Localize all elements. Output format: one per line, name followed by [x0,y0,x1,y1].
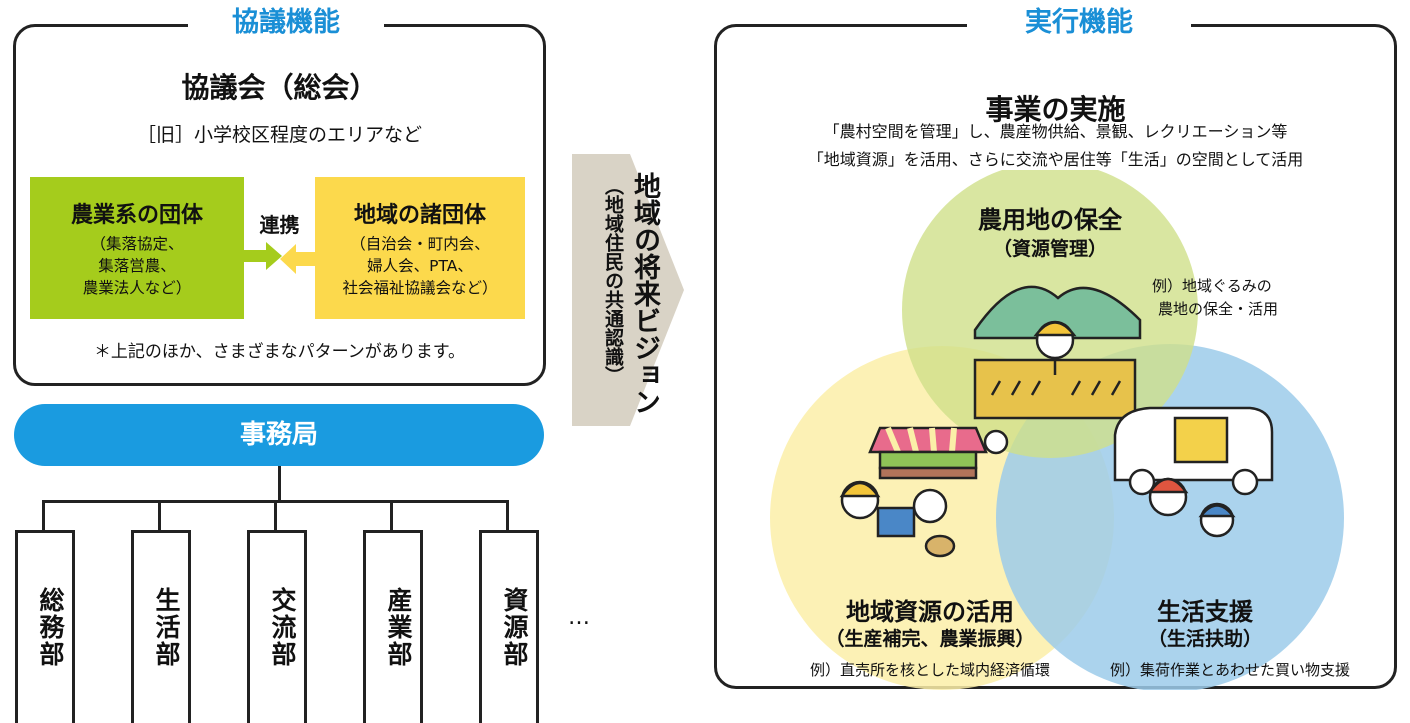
resources-example: 例）直売所を核とした域内経済循環 [809,661,1050,679]
dept-label: 産業部 [384,587,413,668]
secretariat-bar: 事務局 [14,404,544,466]
tree-drop [158,500,161,532]
dept-exchange: 交流部 [247,530,307,723]
council-note: ＊上記のほか、さまざまなパターンがあります。 [93,342,466,362]
market-illustration [839,426,1009,558]
regional-group-line: 婦人会、PTA、 [367,257,473,275]
life-example: 例）集荷作業とあわせた買い物支援 [1109,661,1350,679]
agri-group-line: （集落協定、 [90,235,184,253]
vision-sub: （地域住民の共通認識） [602,176,624,385]
dept-label: 総務部 [36,587,65,668]
venn-diagram [770,170,1344,690]
regional-group-line: （自治会・町内会、 [350,235,490,253]
farmland-title: 農用地の保全 [978,206,1122,234]
vision-main: 地域の将来ビジョン [629,172,660,415]
tree-drop [42,500,45,532]
farmland-example-1: 例）地域ぐるみの [1152,277,1272,295]
execution-section-title: 実行機能 [967,3,1191,43]
link-arrows [242,242,320,274]
arrow-left [280,244,320,274]
tree-trunk [278,466,281,502]
execution-title: 事業の実施 [985,93,1126,126]
council-area: ［旧］小学校区程度のエリアなど [136,124,422,146]
dept-label: 生活部 [152,587,181,668]
link-label: 連携 [259,213,300,237]
agri-group-box: 農業系の団体 （集落協定、 集落営農、 農業法人など） [30,177,244,319]
agri-group-title: 農業系の団体 [70,203,203,228]
regional-group-box: 地域の諸団体 （自治会・町内会、 婦人会、PTA、 社会福祉協議会など） [315,177,525,319]
vision-arrow [572,154,684,426]
dept-label: 資源部 [500,587,529,668]
agri-group-line: 集落営農、 [98,257,176,275]
arrow-right [242,242,282,270]
execution-desc-2: 「地域資源」を活用、さらに交流や居住等「生活」の空間として活用 [807,150,1304,169]
life-sub: （生活扶助） [1147,628,1262,650]
council-section-title: 協議機能 [188,3,384,43]
farmland-sub: （資源管理） [992,238,1107,260]
dept-label: 交流部 [268,587,297,668]
farmland-example-2: 農地の保全・活用 [1158,300,1279,318]
tree-drop [274,500,277,532]
more-departments: … [568,605,590,630]
dept-industry: 産業部 [363,530,423,723]
dept-general: 総務部 [15,530,75,723]
dept-life: 生活部 [131,530,191,723]
resources-title: 地域資源の活用 [846,598,1014,626]
farm-illustration [973,285,1142,420]
resources-sub: （生産補完、農業振興） [825,628,1035,650]
agri-group-line: 農業法人など） [82,279,192,297]
tree-drop [390,500,393,532]
execution-desc-1: 「農村空間を管理」し、農産物供給、景観、レクリエーション等 [823,122,1288,141]
tree-drop [506,500,509,532]
regional-group-title: 地域の諸団体 [353,203,486,228]
regional-group-line: 社会福祉協議会など） [342,279,498,297]
council-title: 協議会（総会） [181,71,378,104]
life-support-illustration [1113,406,1274,538]
life-title: 生活支援 [1157,598,1253,626]
dept-resources: 資源部 [479,530,539,723]
